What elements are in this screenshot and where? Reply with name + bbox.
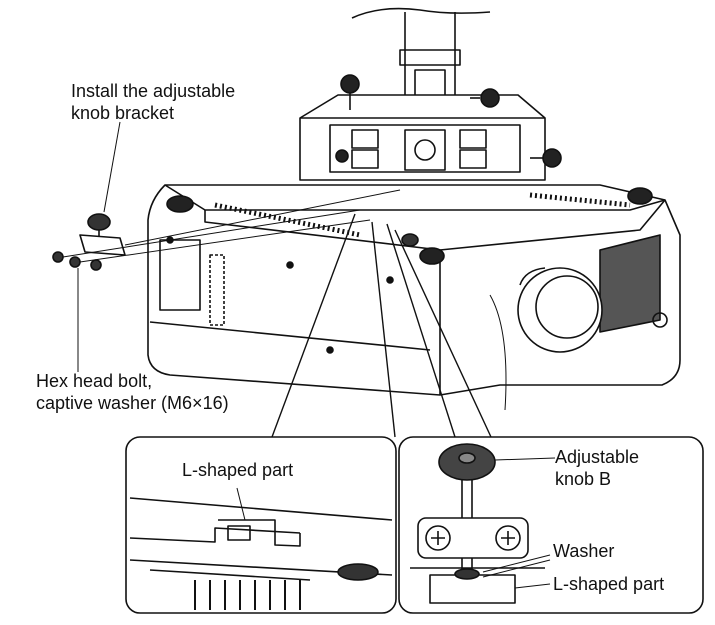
install-bracket-label: Install the adjustable knob bracket [71,80,235,124]
leader-install [103,121,121,213]
l-shaped-part-label-right: L-shaped part [553,574,665,594]
hexbolt-label-line2: captive washer (M6×16) [36,393,229,413]
callout-wedge-right [386,223,456,438]
install-label-line1: Install the adjustable [71,81,236,101]
hex-bolt-label: Hex head bolt, captive washer (M6×16) [36,370,229,414]
hexbolt-label-line1: Hex head bolt, [36,371,153,391]
callout-wedge-right2 [394,229,492,438]
install-label-line2: knob bracket [71,103,175,123]
detail-box-left [125,436,397,614]
detail-box-right [398,436,704,614]
mount-plate [299,74,562,181]
l-shaped-part-label-left: L-shaped part [182,460,294,480]
knob-bracket-assembly [52,189,401,271]
washer-label: Washer [553,541,615,561]
adjknob-label-line2: knob B [555,469,612,489]
callout-wedge-left [271,213,356,438]
adjustable-knob-label: Adjustable knob B [555,446,639,490]
callout-wedge-left2 [371,221,396,438]
adjknob-label-line1: Adjustable [555,447,640,467]
projector-body [147,184,681,411]
